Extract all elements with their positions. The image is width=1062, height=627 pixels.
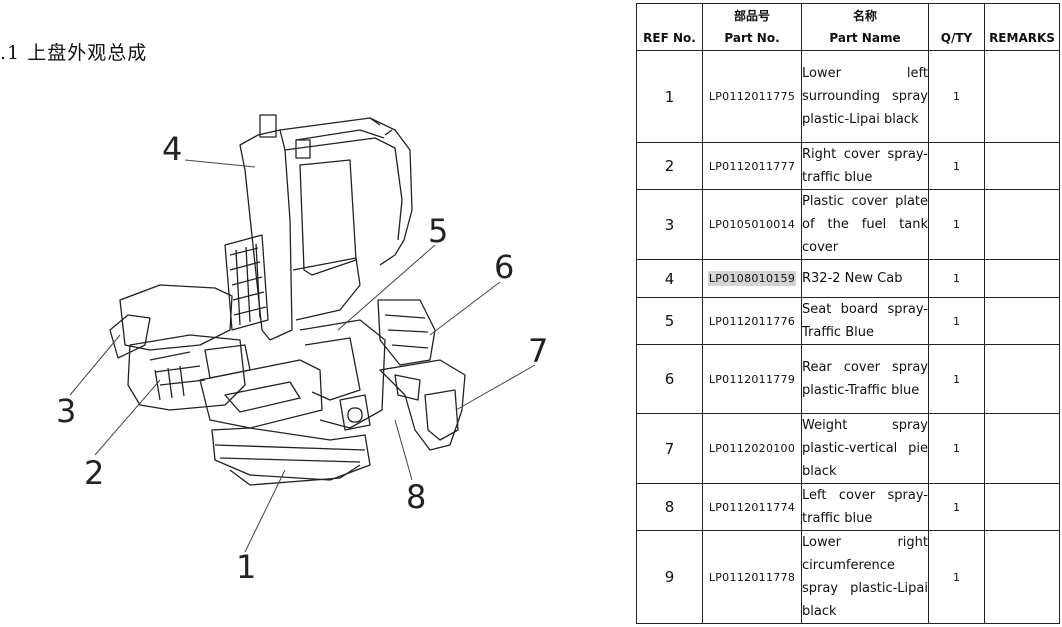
cell-part-no: LP0108010159 (702, 259, 802, 298)
cell-ref: 4 (636, 259, 703, 298)
cell-ref: 5 (636, 297, 703, 345)
cell-remarks (984, 259, 1060, 298)
table-row: 1 LP0112011775 Lower left surrounding sp… (636, 50, 1060, 143)
section-heading: .1 上盘外观总成 (0, 38, 147, 65)
table-row: 7 LP0112020100 Weight spray plastic-vert… (636, 413, 1060, 484)
cell-part-name: Weight spray plastic-vertical pie black (801, 413, 929, 484)
table-row: 8 LP0112011774 Left cover spray-traffic … (636, 483, 1060, 531)
cell-qty: 1 (928, 142, 985, 190)
cell-ref: 1 (636, 50, 703, 143)
callout-8: 8 (406, 478, 426, 516)
cell-remarks (984, 142, 1060, 190)
cell-remarks (984, 530, 1060, 624)
cell-part-no: LP0112020100 (702, 413, 802, 484)
cell-ref: 2 (636, 142, 703, 190)
cell-part-no: LP0112011775 (702, 50, 802, 143)
cell-qty: 1 (928, 189, 985, 260)
table-row: 2 LP0112011777 Right cover spray-traffic… (636, 142, 1060, 190)
table-row: 9 LP0112011778 Lower right circumference… (636, 530, 1060, 624)
cell-part-name: Lower left surrounding spray plastic-Lip… (801, 50, 929, 143)
cell-ref: 7 (636, 413, 703, 484)
cell-remarks (984, 483, 1060, 531)
callout-1: 1 (236, 548, 256, 586)
cell-part-no: LP0112011777 (702, 142, 802, 190)
callout-2: 2 (84, 454, 104, 492)
cell-part-name: Seat board spray-Traffic Blue (801, 297, 929, 345)
cell-qty: 1 (928, 344, 985, 414)
cell-qty: 1 (928, 297, 985, 345)
section-title: 上盘外观总成 (27, 42, 148, 64)
callout-5: 5 (428, 212, 448, 250)
cell-part-name: Rear cover spray plastic-Traffic blue (801, 344, 929, 414)
cell-remarks (984, 344, 1060, 414)
cell-qty: 1 (928, 483, 985, 531)
assembly-drawing: 4 5 6 7 3 2 1 8 (56, 114, 548, 586)
table-row: 3 LP0105010014 Plastic cover plate of th… (636, 189, 1060, 260)
cell-qty: 1 (928, 530, 985, 624)
cell-part-no: LP0112011778 (702, 530, 802, 624)
cell-remarks (984, 413, 1060, 484)
cell-part-no: LP0112011776 (702, 297, 802, 345)
cell-ref: 6 (636, 344, 703, 414)
table-row: 4 LP0108010159 R32-2 New Cab 1 (636, 259, 1060, 298)
cell-part-no: LP0105010014 (702, 189, 802, 260)
cell-ref: 9 (636, 530, 703, 624)
cell-part-name: Left cover spray-traffic blue (801, 483, 929, 531)
cell-remarks (984, 297, 1060, 345)
table-row: 6 LP0112011779 Rear cover spray plastic-… (636, 344, 1060, 414)
exploded-view-illustration: 4 5 6 7 3 2 1 8 (56, 114, 548, 586)
cell-ref: 3 (636, 189, 703, 260)
table-row: 5 LP0112011776 Seat board spray-Traffic … (636, 297, 1060, 345)
cell-qty: 1 (928, 413, 985, 484)
section-number: .1 (0, 42, 21, 64)
cell-part-name: Plastic cover plate of the fuel tank cov… (801, 189, 929, 260)
callout-6: 6 (494, 248, 514, 286)
cell-remarks (984, 189, 1060, 260)
header-qty: Q/TY (928, 3, 985, 51)
cell-qty: 1 (928, 50, 985, 143)
callout-3: 3 (56, 392, 76, 430)
cell-part-name: Right cover spray-traffic blue (801, 142, 929, 190)
cell-part-name: R32-2 New Cab (801, 259, 929, 298)
cell-ref: 8 (636, 483, 703, 531)
header-ref: REF No. (636, 3, 703, 51)
highlighted-part-no: LP0108010159 (707, 271, 797, 286)
cell-part-name: Lower right circumference spray plastic-… (801, 530, 929, 624)
cell-part-no: LP0112011774 (702, 483, 802, 531)
header-remarks: REMARKS (984, 3, 1060, 51)
cell-remarks (984, 50, 1060, 143)
callout-7: 7 (528, 332, 548, 370)
callout-4: 4 (162, 130, 182, 168)
cell-part-no: LP0112011779 (702, 344, 802, 414)
cell-qty: 1 (928, 259, 985, 298)
